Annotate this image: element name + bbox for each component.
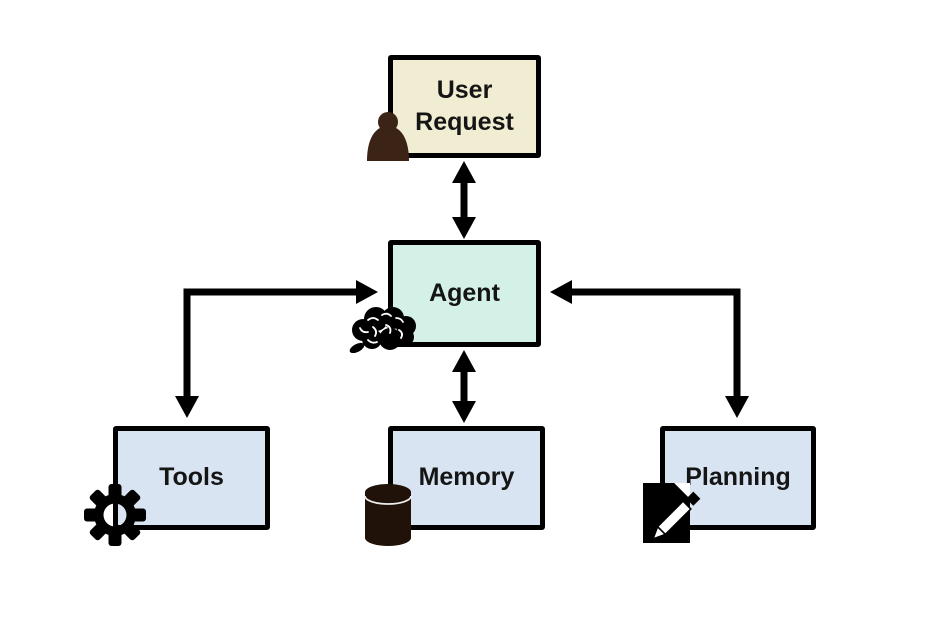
- node-memory: Memory: [388, 426, 545, 530]
- node-memory-label: Memory: [418, 463, 515, 492]
- arrow-agent-memory: [452, 350, 476, 423]
- node-planning-label: Planning: [685, 463, 791, 492]
- node-tools-label: Tools: [159, 463, 224, 492]
- arrow-user-request-agent: [452, 161, 476, 239]
- node-user-request: User Request: [388, 55, 541, 158]
- arrow-agent-planning: [550, 280, 749, 418]
- node-user-request-label: User Request: [415, 76, 514, 136]
- arrow-agent-tools: [175, 280, 378, 418]
- database-icon: [361, 483, 415, 547]
- node-agent-label: Agent: [429, 278, 500, 307]
- brain-icon: [348, 305, 424, 354]
- gear-icon: [83, 483, 147, 547]
- document-pencil-icon: [641, 477, 707, 547]
- person-icon: [362, 111, 414, 161]
